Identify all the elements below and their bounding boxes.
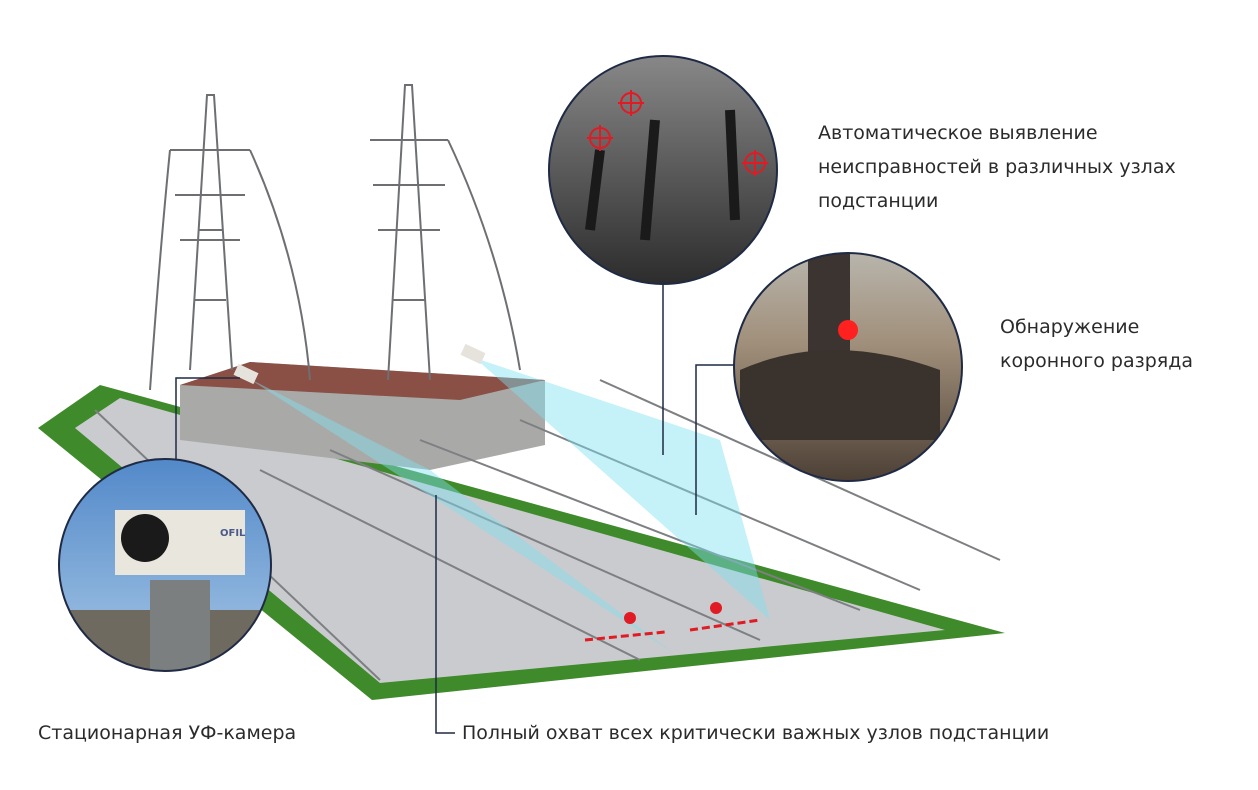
equipment-rows xyxy=(94,379,1001,681)
camera-beam-left xyxy=(248,378,672,652)
camera-photo-inset: OFIL xyxy=(59,459,271,671)
auto-detection-label: Автоматическое выявление неисправностей … xyxy=(818,116,1176,218)
corona-discharge-icon xyxy=(838,320,858,340)
uv-camera-right xyxy=(460,343,486,365)
label-line: коронного разряда xyxy=(1000,350,1193,372)
fault-marker xyxy=(624,612,636,624)
transmission-towers xyxy=(149,84,521,391)
label-line: Автоматическое выявление xyxy=(818,122,1098,144)
callout-lines xyxy=(175,284,735,734)
camera-beam-right xyxy=(475,358,770,620)
label-line: подстанции xyxy=(818,190,939,212)
substation-pad xyxy=(75,398,945,683)
fault-marker xyxy=(710,602,722,614)
fault-detection-inset xyxy=(549,56,777,284)
corona-label: Обнаружение коронного разряда xyxy=(1000,310,1193,378)
corona-inset xyxy=(734,253,962,481)
camera-logo: OFIL xyxy=(220,528,246,539)
label-line: неисправностей в различных узлах xyxy=(818,156,1176,178)
uv-camera-left xyxy=(233,363,259,385)
label-line: Обнаружение xyxy=(1000,316,1140,338)
camera-label: Стационарная УФ-камера xyxy=(38,722,297,744)
coverage-label: Полный охват всех критически важных узло… xyxy=(462,722,1050,744)
